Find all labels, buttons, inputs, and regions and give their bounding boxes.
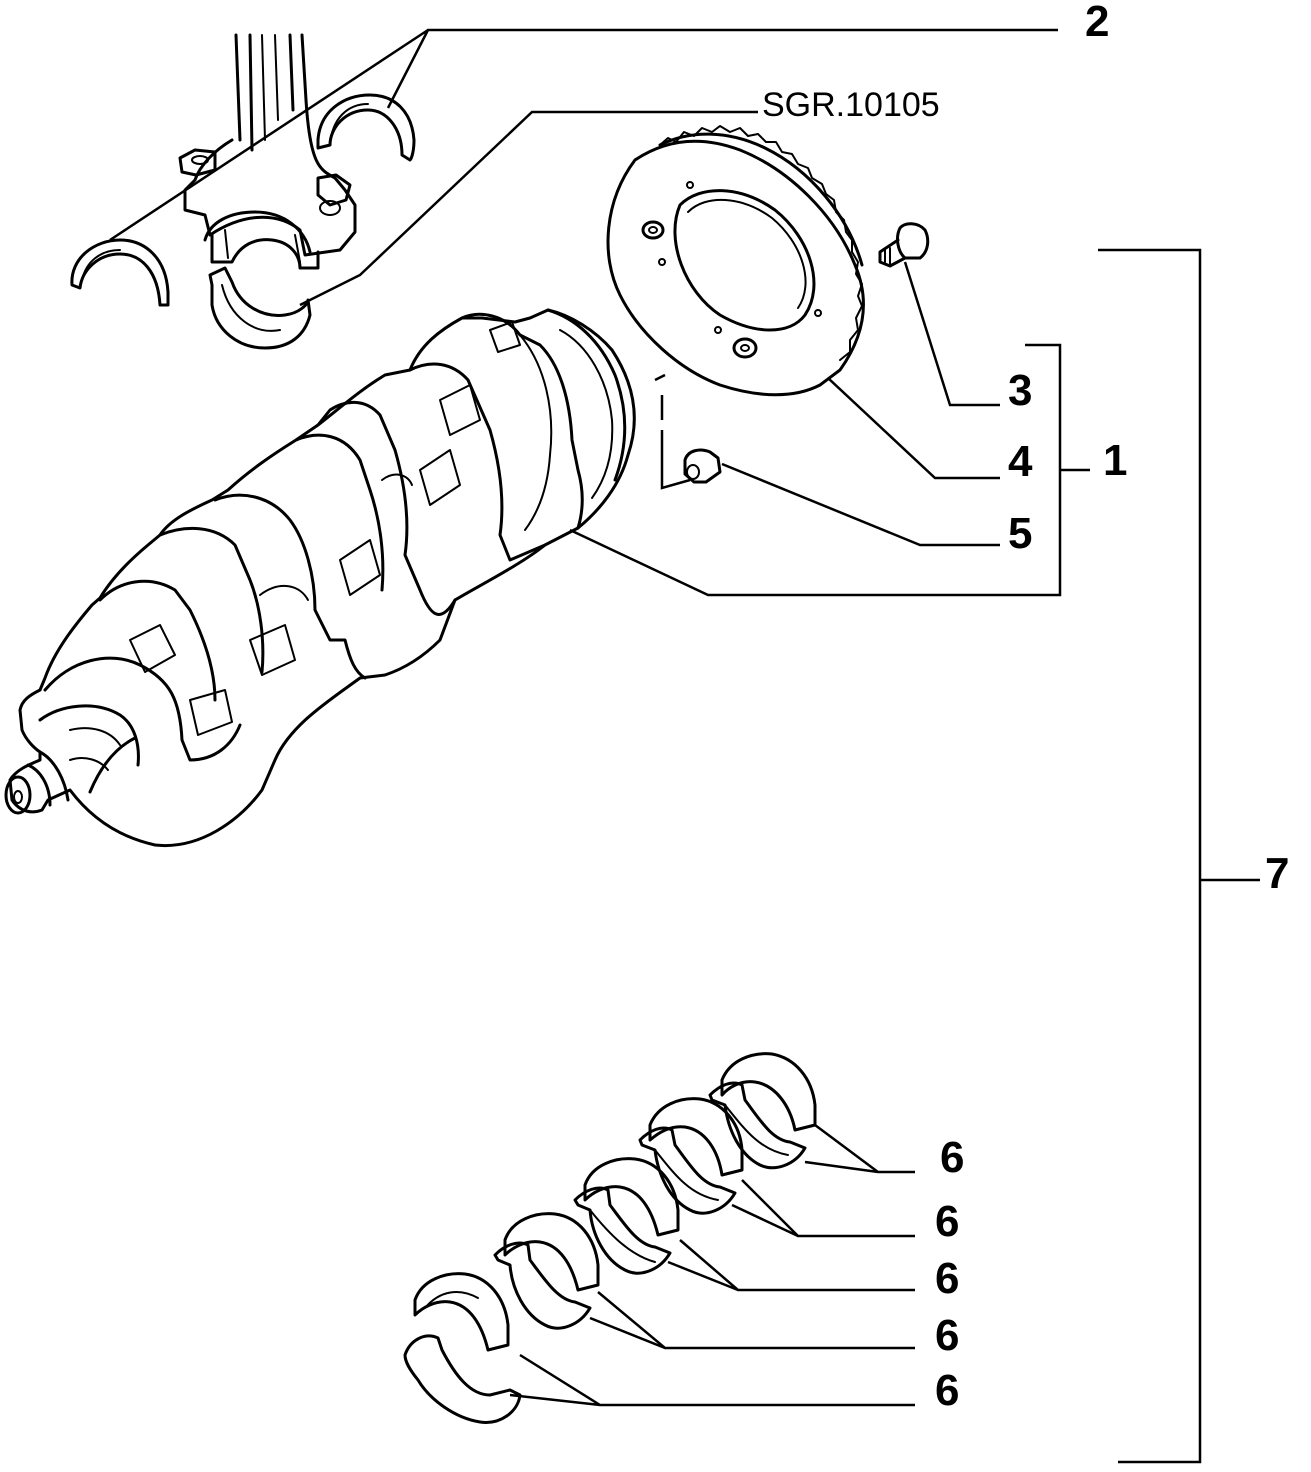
callout-4: 4 <box>1008 437 1033 486</box>
timing-wheel <box>606 125 865 397</box>
callout-6-fourth: 6 <box>935 1311 959 1360</box>
bearing-shell-lower <box>208 266 312 350</box>
callout-6-fifth: 6 <box>935 1366 959 1415</box>
dowel <box>683 448 722 484</box>
callout-6-first: 6 <box>940 1133 964 1182</box>
leader-lines <box>109 28 1260 1464</box>
connecting-rod <box>178 33 357 270</box>
main-bearing-shells <box>403 1052 817 1424</box>
callout-1: 1 <box>1103 436 1127 485</box>
bearing-shell-upper <box>316 93 416 162</box>
screw <box>878 222 930 268</box>
callout-2: 2 <box>1085 0 1109 46</box>
crankshaft <box>4 308 636 848</box>
reference-label: SGR.10105 <box>762 86 940 124</box>
callout-7: 7 <box>1265 849 1289 898</box>
callout-3: 3 <box>1008 366 1032 415</box>
callout-5: 5 <box>1008 509 1032 558</box>
callout-6-second: 6 <box>935 1197 959 1246</box>
callout-6-third: 6 <box>935 1254 959 1303</box>
bearing-shell-left <box>70 238 170 307</box>
